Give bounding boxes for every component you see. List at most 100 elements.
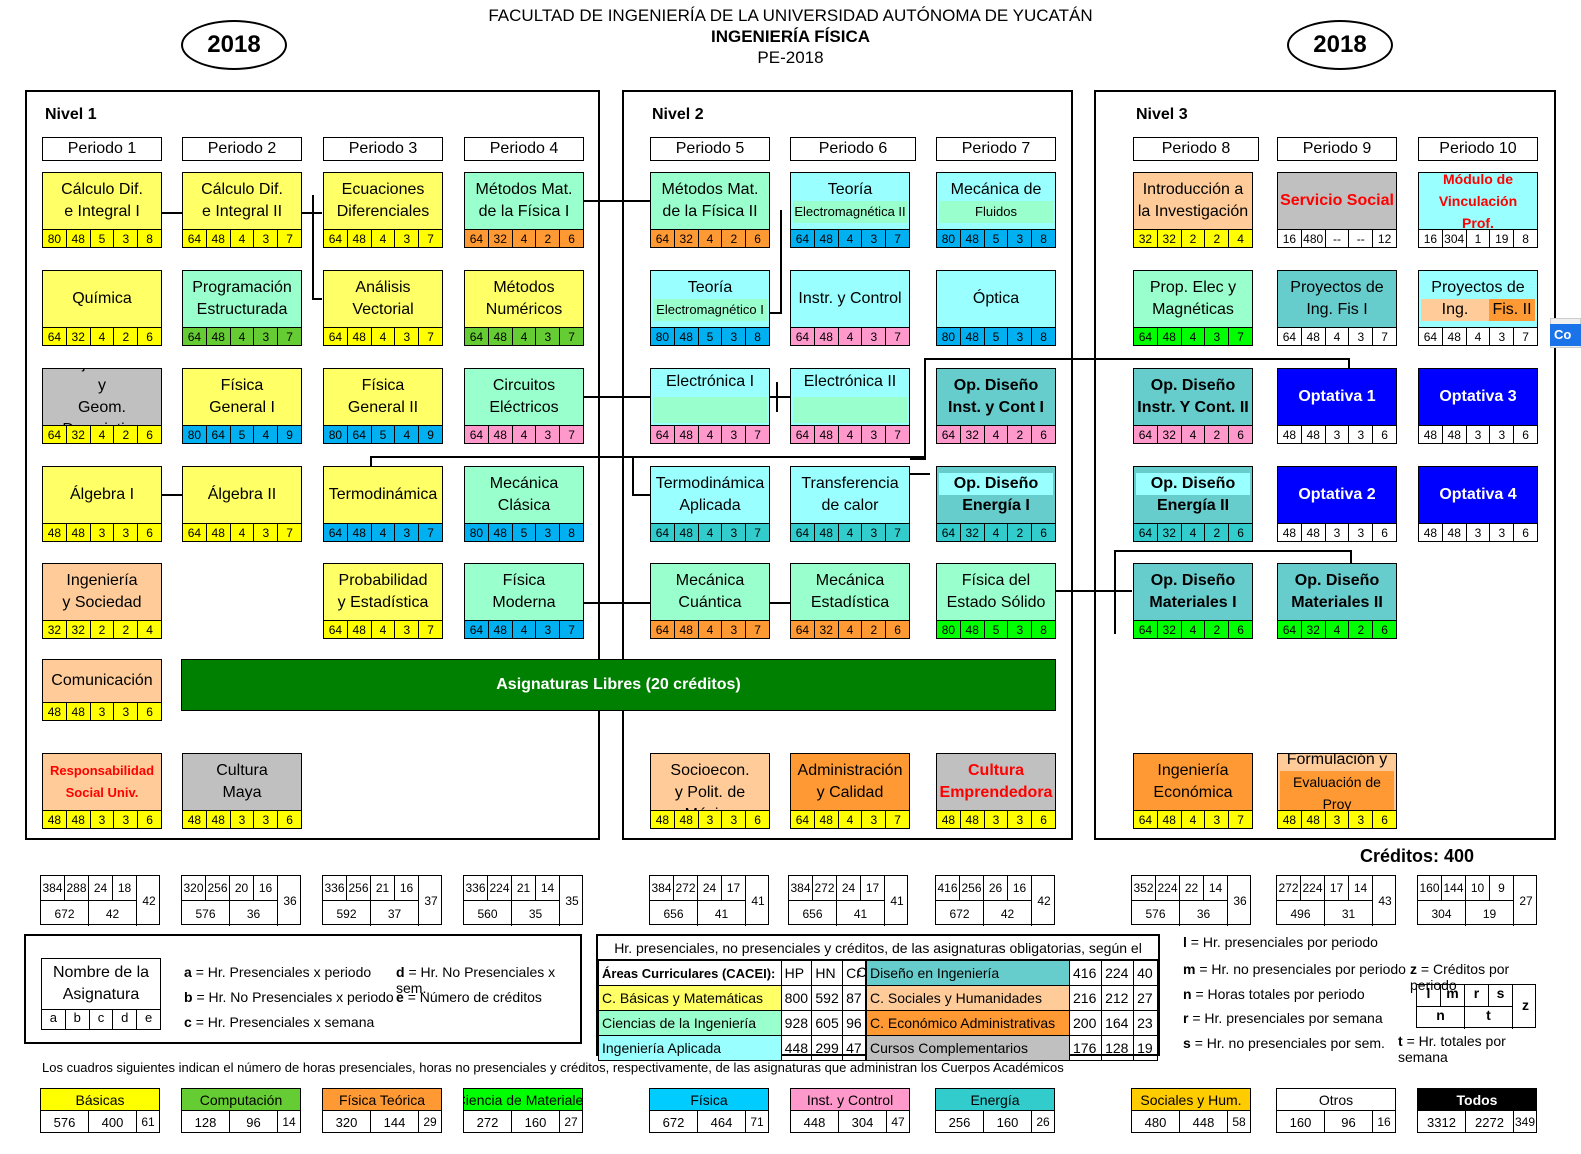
academic-body-value: 128 bbox=[182, 1111, 230, 1133]
subject-hours-cell: 8 bbox=[1522, 231, 1529, 246]
subject-hours-cell: 64 bbox=[791, 811, 815, 828]
subject-hours-cell: 64 bbox=[465, 621, 489, 638]
subject-hours-cell: 4 bbox=[372, 621, 396, 638]
subject-hours-cell: 48 bbox=[1302, 426, 1326, 443]
academic-body-value: 144 bbox=[371, 1111, 419, 1133]
subject-hours-cell: 3 bbox=[395, 524, 420, 541]
subject-hours-cell: 4 bbox=[1182, 524, 1206, 541]
academic-body-value: 160 bbox=[512, 1111, 560, 1133]
subject-hours-cell: 4 bbox=[839, 524, 863, 541]
subject-name: Álgebra II bbox=[207, 486, 277, 503]
prerequisite-line bbox=[1114, 550, 1350, 552]
subject-hours-cell: 7 bbox=[1237, 812, 1244, 827]
subject-hours-cell: 5 bbox=[91, 230, 115, 247]
subject-name: Química bbox=[72, 290, 132, 307]
period-total-value: 14 bbox=[536, 876, 560, 901]
period-total-value: 17 bbox=[722, 876, 746, 901]
subject-hours-cell: 48 bbox=[1419, 524, 1443, 541]
period-total-value: 18 bbox=[113, 876, 137, 901]
period-total-value: 672 bbox=[936, 901, 984, 926]
subject-name-line2: Evaluación de Proy bbox=[1280, 771, 1394, 810]
legend-l: l = Hr. presenciales por periodo bbox=[1183, 934, 1378, 950]
legend-period-totals: l = Hr. presenciales por periodo m = Hr.… bbox=[1180, 934, 1556, 1065]
subject-name: Electrónica II bbox=[803, 373, 897, 390]
subject-hours-cell: 3 bbox=[862, 230, 887, 247]
academic-body-value: 448 bbox=[791, 1111, 839, 1133]
subject-fill bbox=[793, 397, 907, 423]
subject-hours-cell: 48 bbox=[489, 621, 513, 638]
subject-hours-cell: 6 bbox=[1381, 622, 1388, 637]
subject-hours-cell: 64 bbox=[651, 621, 675, 638]
subject-name-line2: Instr. Y Cont. II bbox=[1137, 399, 1249, 416]
periodo-6-header: Periodo 6 bbox=[790, 137, 916, 161]
side-button-fragment[interactable]: Co bbox=[1550, 324, 1581, 346]
subject-hours-cell: 48 bbox=[67, 703, 91, 720]
subject-hours-cell: 3 bbox=[1008, 621, 1033, 638]
subject-hours-cell: 3 bbox=[254, 230, 279, 247]
subject-hours-cell: 6 bbox=[286, 812, 293, 827]
cacei-header-hn: HN bbox=[811, 960, 844, 986]
subject-hours-cell: 48 bbox=[815, 230, 839, 247]
period-total-value: 416 bbox=[936, 876, 960, 901]
subject-hours-cell: 7 bbox=[754, 427, 761, 442]
period-total-value: 22 bbox=[1180, 876, 1204, 901]
subject-name: Optativa 2 bbox=[1298, 486, 1376, 503]
subject-hours-cell: 6 bbox=[1040, 812, 1047, 827]
subject-hours-cell: 7 bbox=[427, 525, 434, 540]
subject-name: Administración bbox=[797, 762, 903, 779]
subject-name: Probabilidad bbox=[338, 572, 428, 589]
cacei-cell: 299 bbox=[811, 1035, 844, 1061]
cacei-cell: C. Económico Administrativas bbox=[866, 1010, 1070, 1036]
subject-name: Dibujo Técnico y bbox=[49, 369, 155, 394]
subject-hours-cell: 48 bbox=[1158, 811, 1182, 828]
subject-name-line2: Materiales II bbox=[1291, 594, 1383, 611]
subject-name-part: Fis. II bbox=[1489, 299, 1535, 321]
subject-hours-cell: 32 bbox=[961, 524, 985, 541]
subject-hours-cell: 7 bbox=[894, 427, 901, 442]
academic-body-name: Ciencia de Materiales bbox=[464, 1089, 582, 1111]
prerequisite-line bbox=[780, 210, 782, 314]
subject-hours-cell: 16 bbox=[1278, 230, 1302, 247]
academic-body-value: 349 bbox=[1514, 1115, 1536, 1129]
subject-hours-cell: 4 bbox=[699, 524, 723, 541]
subject-name-line2: Vectorial bbox=[352, 301, 414, 318]
subject-name: Física del bbox=[961, 572, 1031, 589]
subject-hours-cell: 6 bbox=[1381, 812, 1388, 827]
subject-hours-cell: 3 bbox=[254, 811, 279, 828]
subject-hours-cell: 48 bbox=[207, 230, 231, 247]
subject-hours-cell: 48 bbox=[651, 811, 675, 828]
subject-hours-cell: 2 bbox=[1205, 230, 1230, 247]
subject-name-line2: de calor bbox=[821, 497, 879, 514]
cacei-cell: 87 bbox=[842, 985, 866, 1011]
subject-hours-cell: 48 bbox=[1302, 524, 1326, 541]
cacei-cell: 128 bbox=[1101, 1035, 1135, 1061]
legend-sample-box: Nombre de la Asignatura a b c d e bbox=[41, 958, 161, 1030]
subject-hours-cell: 6 bbox=[146, 525, 153, 540]
subject-hours-cell: 6 bbox=[1237, 427, 1244, 442]
legend-n: n = Horas totales por periodo bbox=[1183, 986, 1365, 1002]
subject-hours-cell: 3 bbox=[536, 524, 561, 541]
subject-hours-cell: 32 bbox=[815, 621, 839, 638]
subject-hours-cell: 48 bbox=[1443, 524, 1467, 541]
prerequisite-line bbox=[584, 602, 650, 604]
legend-a: a = Hr. Presenciales x periodo bbox=[184, 964, 372, 980]
academic-body-value: 14 bbox=[282, 1115, 296, 1129]
legend-t: t = Hr. totales por semana bbox=[1398, 1033, 1506, 1065]
